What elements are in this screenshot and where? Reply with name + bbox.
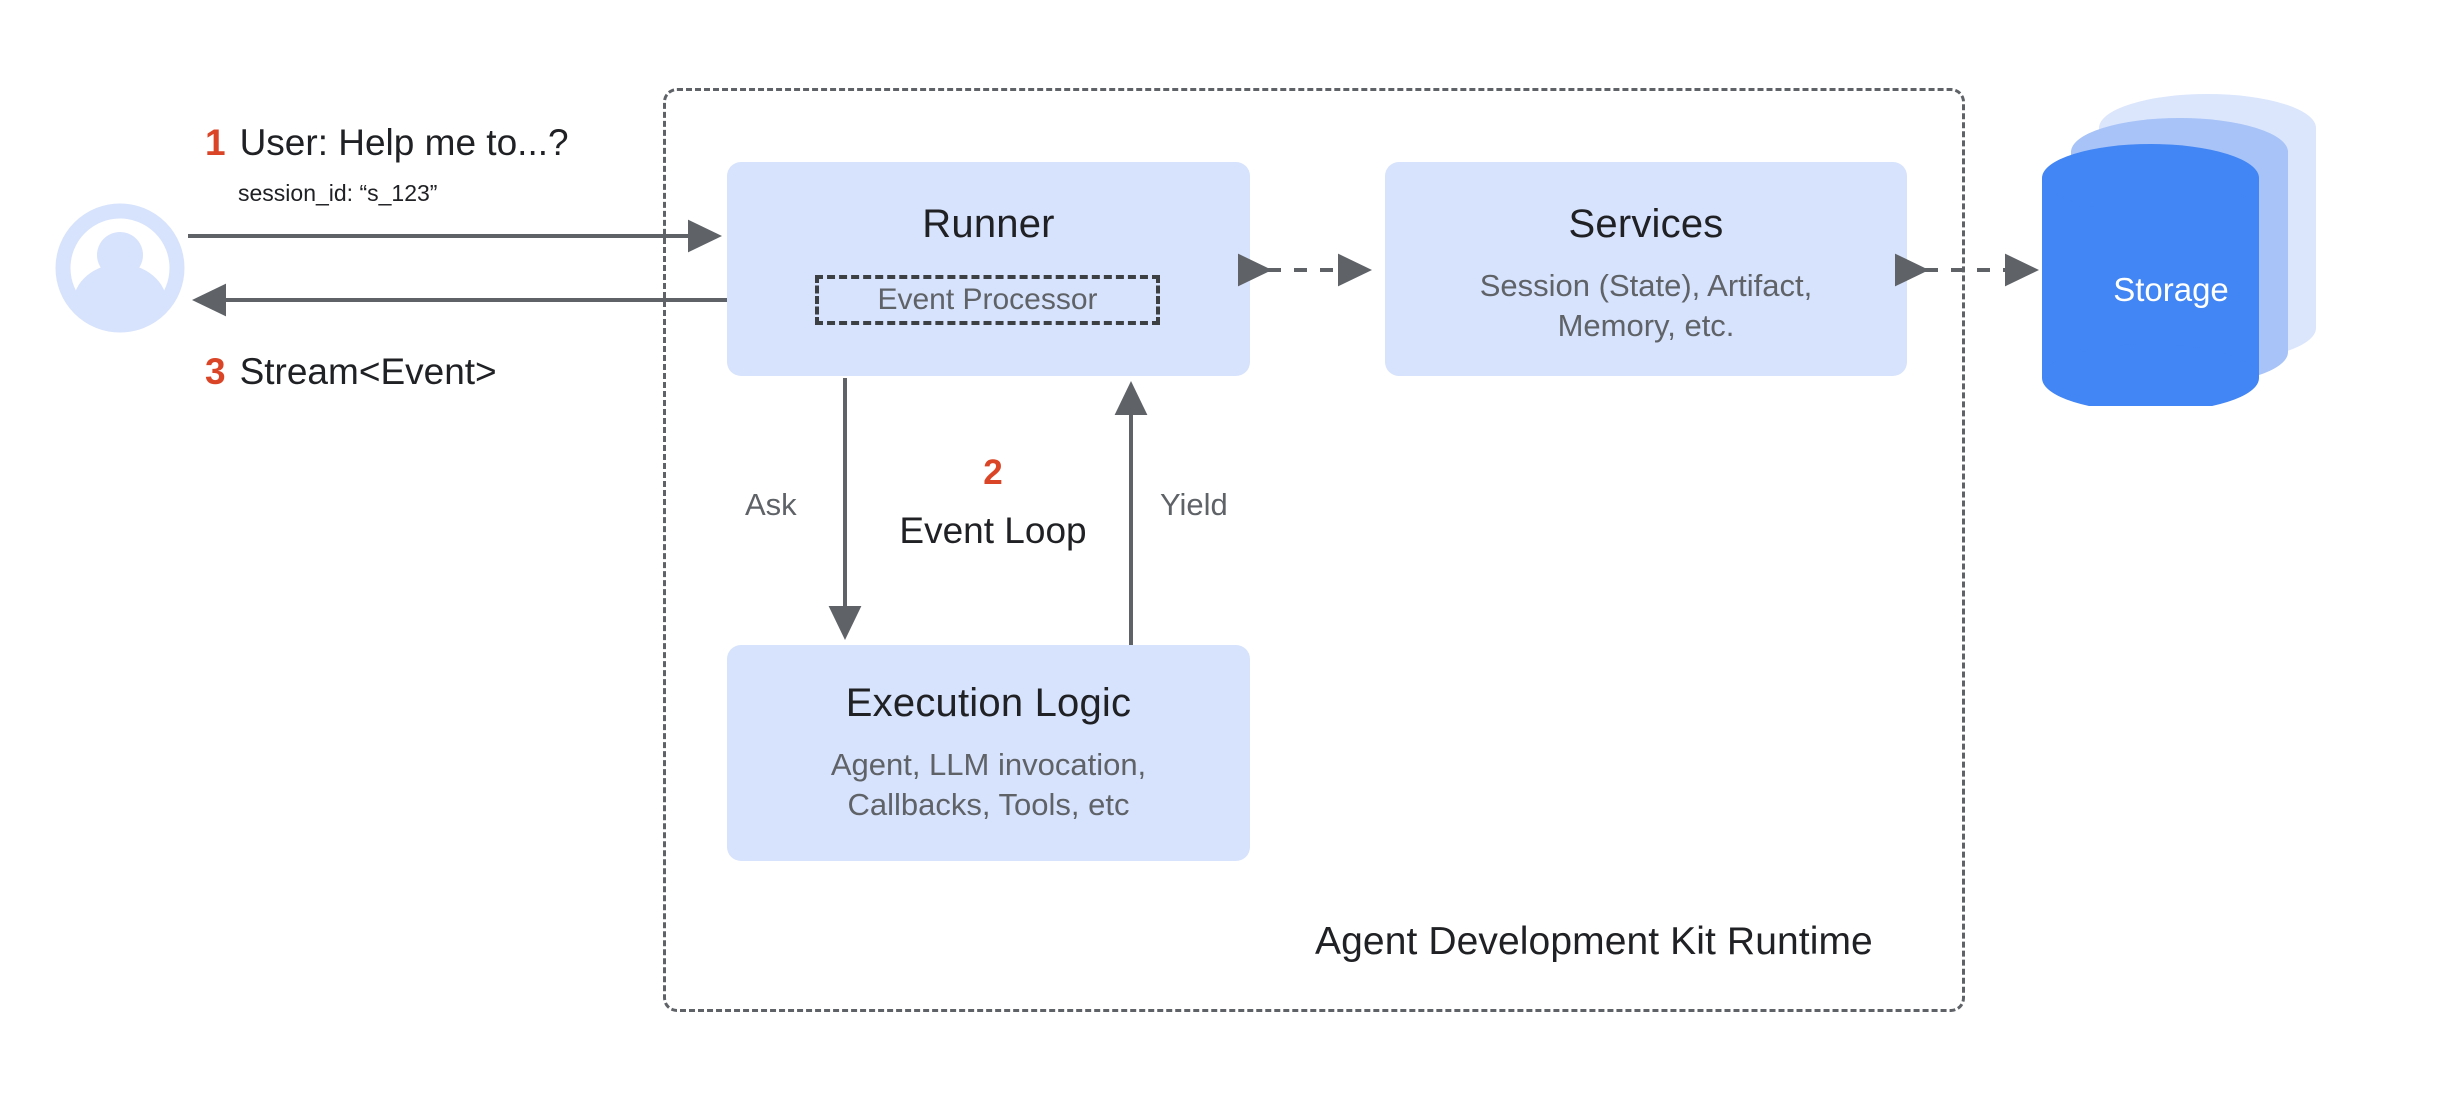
event-loop-label: Event Loop: [899, 510, 1087, 551]
execution-logic-title: Execution Logic: [845, 681, 1132, 725]
outbound-step-number: 3: [205, 351, 226, 392]
storage-label: Storage: [2113, 271, 2229, 308]
execution-logic-node: Execution Logic Agent, LLM invocation, C…: [727, 645, 1250, 861]
storage-node: Storage: [2026, 86, 2416, 412]
user-avatar-icon: [55, 203, 185, 333]
event-processor-node: Event Processor: [815, 275, 1160, 325]
adk-runtime-boundary: [663, 88, 1965, 1012]
outbound-message-text: Stream<Event>: [239, 351, 497, 392]
inbound-step-number: 1: [205, 122, 226, 163]
runtime-boundary-label: Agent Development Kit Runtime: [1315, 920, 1873, 963]
execution-logic-subtitle-line2: Callbacks, Tools, etc: [847, 786, 1130, 822]
execution-logic-subtitle-line1: Agent, LLM invocation,: [830, 747, 1147, 782]
inbound-message-text: User: Help me to...?: [239, 122, 569, 163]
services-subtitle-line2: Memory, etc.: [1557, 307, 1735, 343]
storage-cylinders-icon: [2042, 94, 2316, 412]
yield-edge-label: Yield: [1160, 487, 1228, 522]
event-processor-label: Event Processor: [877, 283, 1098, 316]
event-loop-step-number: 2: [983, 453, 1003, 492]
services-node: Services Session (State), Artifact, Memo…: [1385, 162, 1907, 376]
services-subtitle-line1: Session (State), Artifact,: [1479, 268, 1813, 303]
services-title: Services: [1568, 202, 1724, 246]
execution-logic-subtitle: Agent, LLM invocation, Callbacks, Tools,…: [727, 745, 1250, 824]
ask-edge-label: Ask: [745, 487, 797, 522]
outbound-message-annotation: 3 Stream<Event>: [205, 351, 497, 393]
inbound-message-annotation: 1 User: Help me to...?: [205, 122, 569, 164]
services-subtitle: Session (State), Artifact, Memory, etc.: [1385, 266, 1907, 345]
runner-title: Runner: [922, 202, 1055, 246]
inbound-message-detail: session_id: “s_123”: [238, 180, 438, 206]
runner-node: Runner Event Processor: [727, 162, 1250, 376]
